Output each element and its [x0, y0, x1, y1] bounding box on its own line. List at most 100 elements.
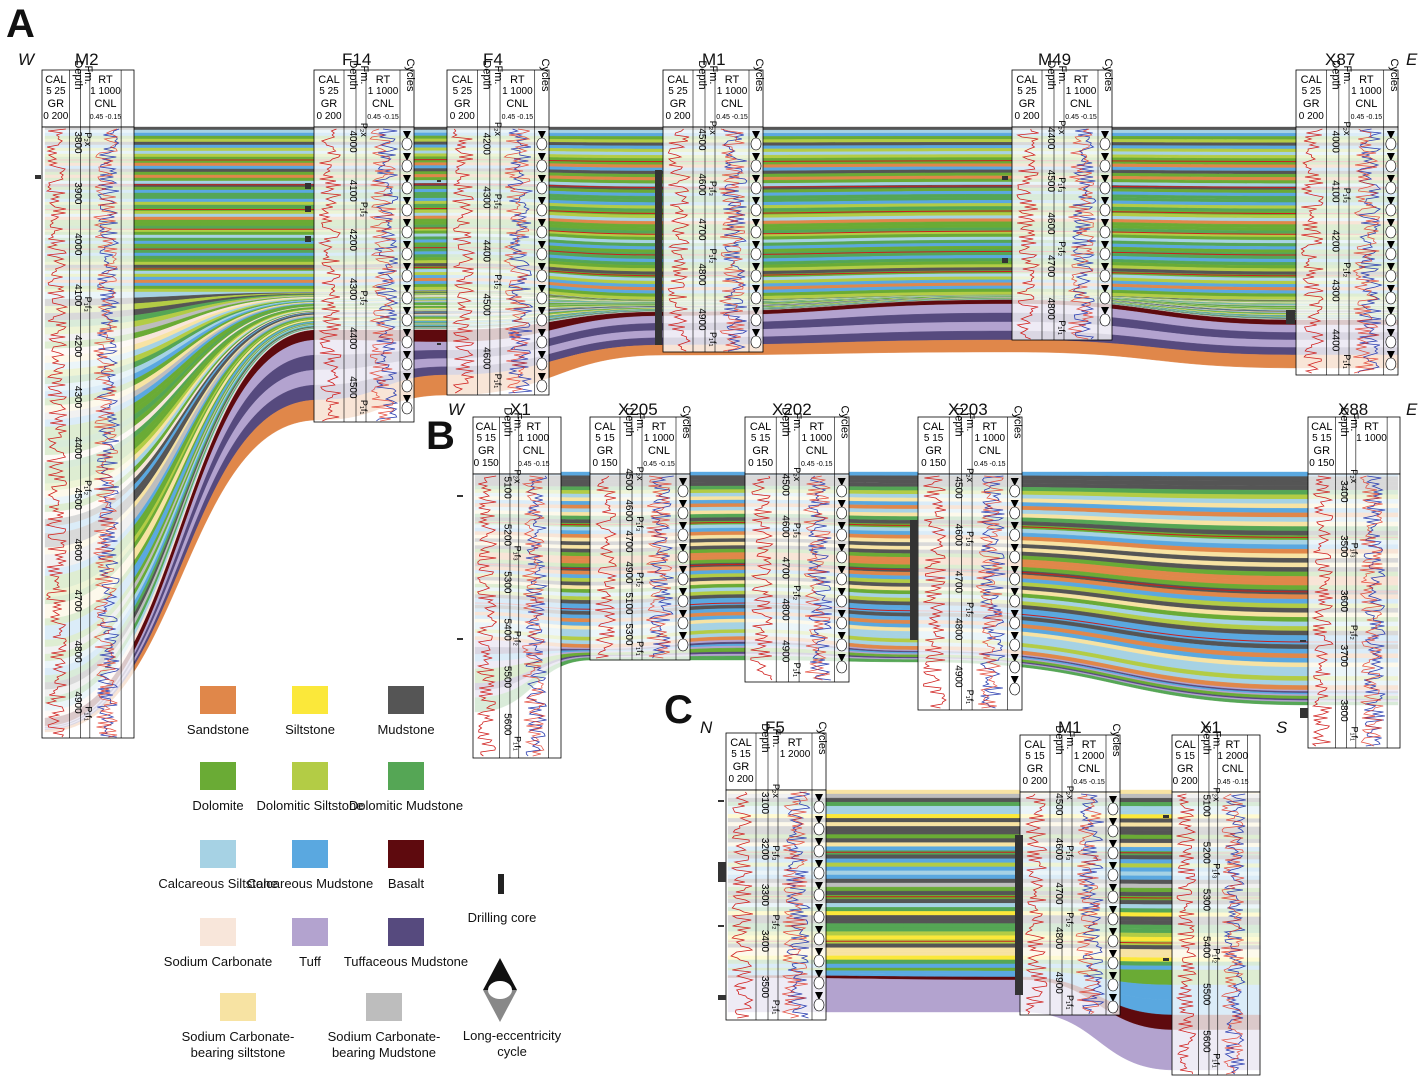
rt-label: RT	[810, 421, 825, 433]
rt-label: RT	[1082, 739, 1097, 751]
gr-label: GR	[321, 98, 338, 110]
cycle-triangle	[1010, 588, 1019, 596]
depth-tick: 3700	[1338, 645, 1349, 668]
core-mark	[1015, 835, 1023, 995]
well-name-f4: F4	[483, 50, 503, 69]
cycle-triangle	[1386, 285, 1395, 293]
cycle-icon	[1385, 181, 1397, 195]
rt-range: 1 1000	[801, 433, 832, 444]
depth-tick: 4500	[696, 128, 707, 151]
depth-header: Depth	[1330, 60, 1342, 89]
formation-label: P₁f₃	[771, 845, 781, 861]
cycle-icon	[1107, 978, 1119, 992]
cal-label: CAL	[1311, 421, 1332, 433]
rt-curve	[93, 128, 119, 738]
depth-tick: 3400	[1338, 480, 1349, 503]
well-name-x203: X203	[948, 400, 988, 419]
log-header	[1295, 69, 1399, 128]
cycle-icon	[1099, 225, 1111, 239]
formation-label: P₁f₂	[708, 248, 718, 264]
depth-header: Depth	[952, 407, 964, 436]
cycle-icon	[401, 335, 413, 349]
cycle-icon	[1107, 1000, 1119, 1014]
rt-label: RT	[983, 421, 998, 433]
cycle-icon	[401, 247, 413, 261]
depth-tick: 4100	[72, 284, 83, 307]
depth-tick: 5100	[502, 477, 513, 500]
gr-curve	[1175, 793, 1197, 1075]
depth-tick: 4800	[779, 598, 790, 621]
depth-tick: 4700	[696, 218, 707, 241]
cycle-triangle	[1109, 994, 1117, 1002]
cycle-triangle	[1386, 241, 1395, 249]
core-mark	[35, 175, 41, 179]
depth-tick: 4700	[779, 557, 790, 580]
log-header	[1307, 416, 1401, 475]
cycle-triangle	[403, 263, 411, 271]
log-header	[472, 416, 562, 475]
log-track	[446, 126, 550, 396]
formation-label: P₁f₂	[635, 572, 645, 588]
cycle-triangle	[403, 373, 411, 381]
cycle-icon	[401, 159, 413, 173]
rt-range: 1 1000	[974, 433, 1005, 444]
cnl-label: CNL	[1078, 763, 1100, 775]
legend-label: Calcareous Mudstone	[246, 876, 374, 891]
depth-tick: 4700	[952, 571, 963, 594]
cycle-triangle	[752, 307, 760, 315]
formation-label: P₁f₃	[1211, 863, 1221, 879]
rt-curve	[1075, 793, 1102, 1015]
log-track	[1171, 791, 1261, 1076]
well-name-x205: X205	[618, 400, 658, 419]
depth-tick: 4700	[623, 530, 634, 553]
cycle-icon	[536, 269, 548, 283]
cycle-icon	[813, 844, 825, 858]
depth-tick: 4200	[1330, 230, 1341, 253]
cal-label: CAL	[45, 74, 66, 86]
rt-range: 1 2000	[1074, 751, 1105, 762]
core-mark	[437, 180, 441, 182]
cycle-triangle	[1109, 862, 1117, 870]
cycle-triangle	[837, 544, 846, 552]
log-header	[1011, 69, 1113, 128]
cycle-triangle	[537, 175, 546, 183]
cycle-icon	[813, 888, 825, 902]
gr-label: GR	[1027, 763, 1044, 775]
gr-label: GR	[478, 445, 495, 457]
legend-swatch	[388, 918, 424, 946]
formation-label: P₁f₂	[1057, 241, 1067, 257]
rt-range: 1 1000	[717, 86, 748, 97]
cycle-triangle	[752, 329, 760, 337]
cycle-icon	[1009, 550, 1021, 564]
cycle-icon	[1385, 203, 1397, 217]
cycle-icon	[677, 572, 689, 586]
gr-curve	[1016, 128, 1041, 340]
cycle-icon	[750, 335, 762, 349]
core-mark	[305, 236, 311, 242]
cycle-triangle	[1010, 544, 1019, 552]
legend-swatch	[200, 686, 236, 714]
direction-b-west: W	[448, 400, 465, 419]
depth-tick: 4600	[696, 173, 707, 196]
log-track	[725, 789, 827, 1021]
formation-label: P₁f₂	[1211, 948, 1221, 964]
legend-swatch	[220, 993, 256, 1021]
rt-label: RT	[1225, 739, 1240, 751]
cycle-triangle	[837, 632, 846, 640]
gr-label: GR	[925, 445, 942, 457]
rt-range: 1 1000	[368, 86, 399, 97]
rt-range: 1 1000	[1066, 86, 1097, 97]
cycle-icon	[677, 528, 689, 542]
depth-tick: 4000	[1330, 131, 1341, 154]
core-mark	[457, 495, 463, 497]
gr-label: GR	[670, 98, 687, 110]
depth-tick: 4600	[952, 524, 963, 547]
cycle-triangle	[837, 522, 846, 530]
fm-header: Fm.	[1064, 731, 1076, 750]
cnl-range: 0.45 -0.15	[801, 461, 833, 468]
cycle-triangle	[679, 522, 687, 530]
fm-header: Fm.	[964, 413, 976, 432]
formation-label: P₁f₁	[708, 332, 718, 347]
formation-label: P₁f₁	[512, 736, 522, 751]
cnl-range: 0.45 -0.15	[1217, 779, 1249, 786]
